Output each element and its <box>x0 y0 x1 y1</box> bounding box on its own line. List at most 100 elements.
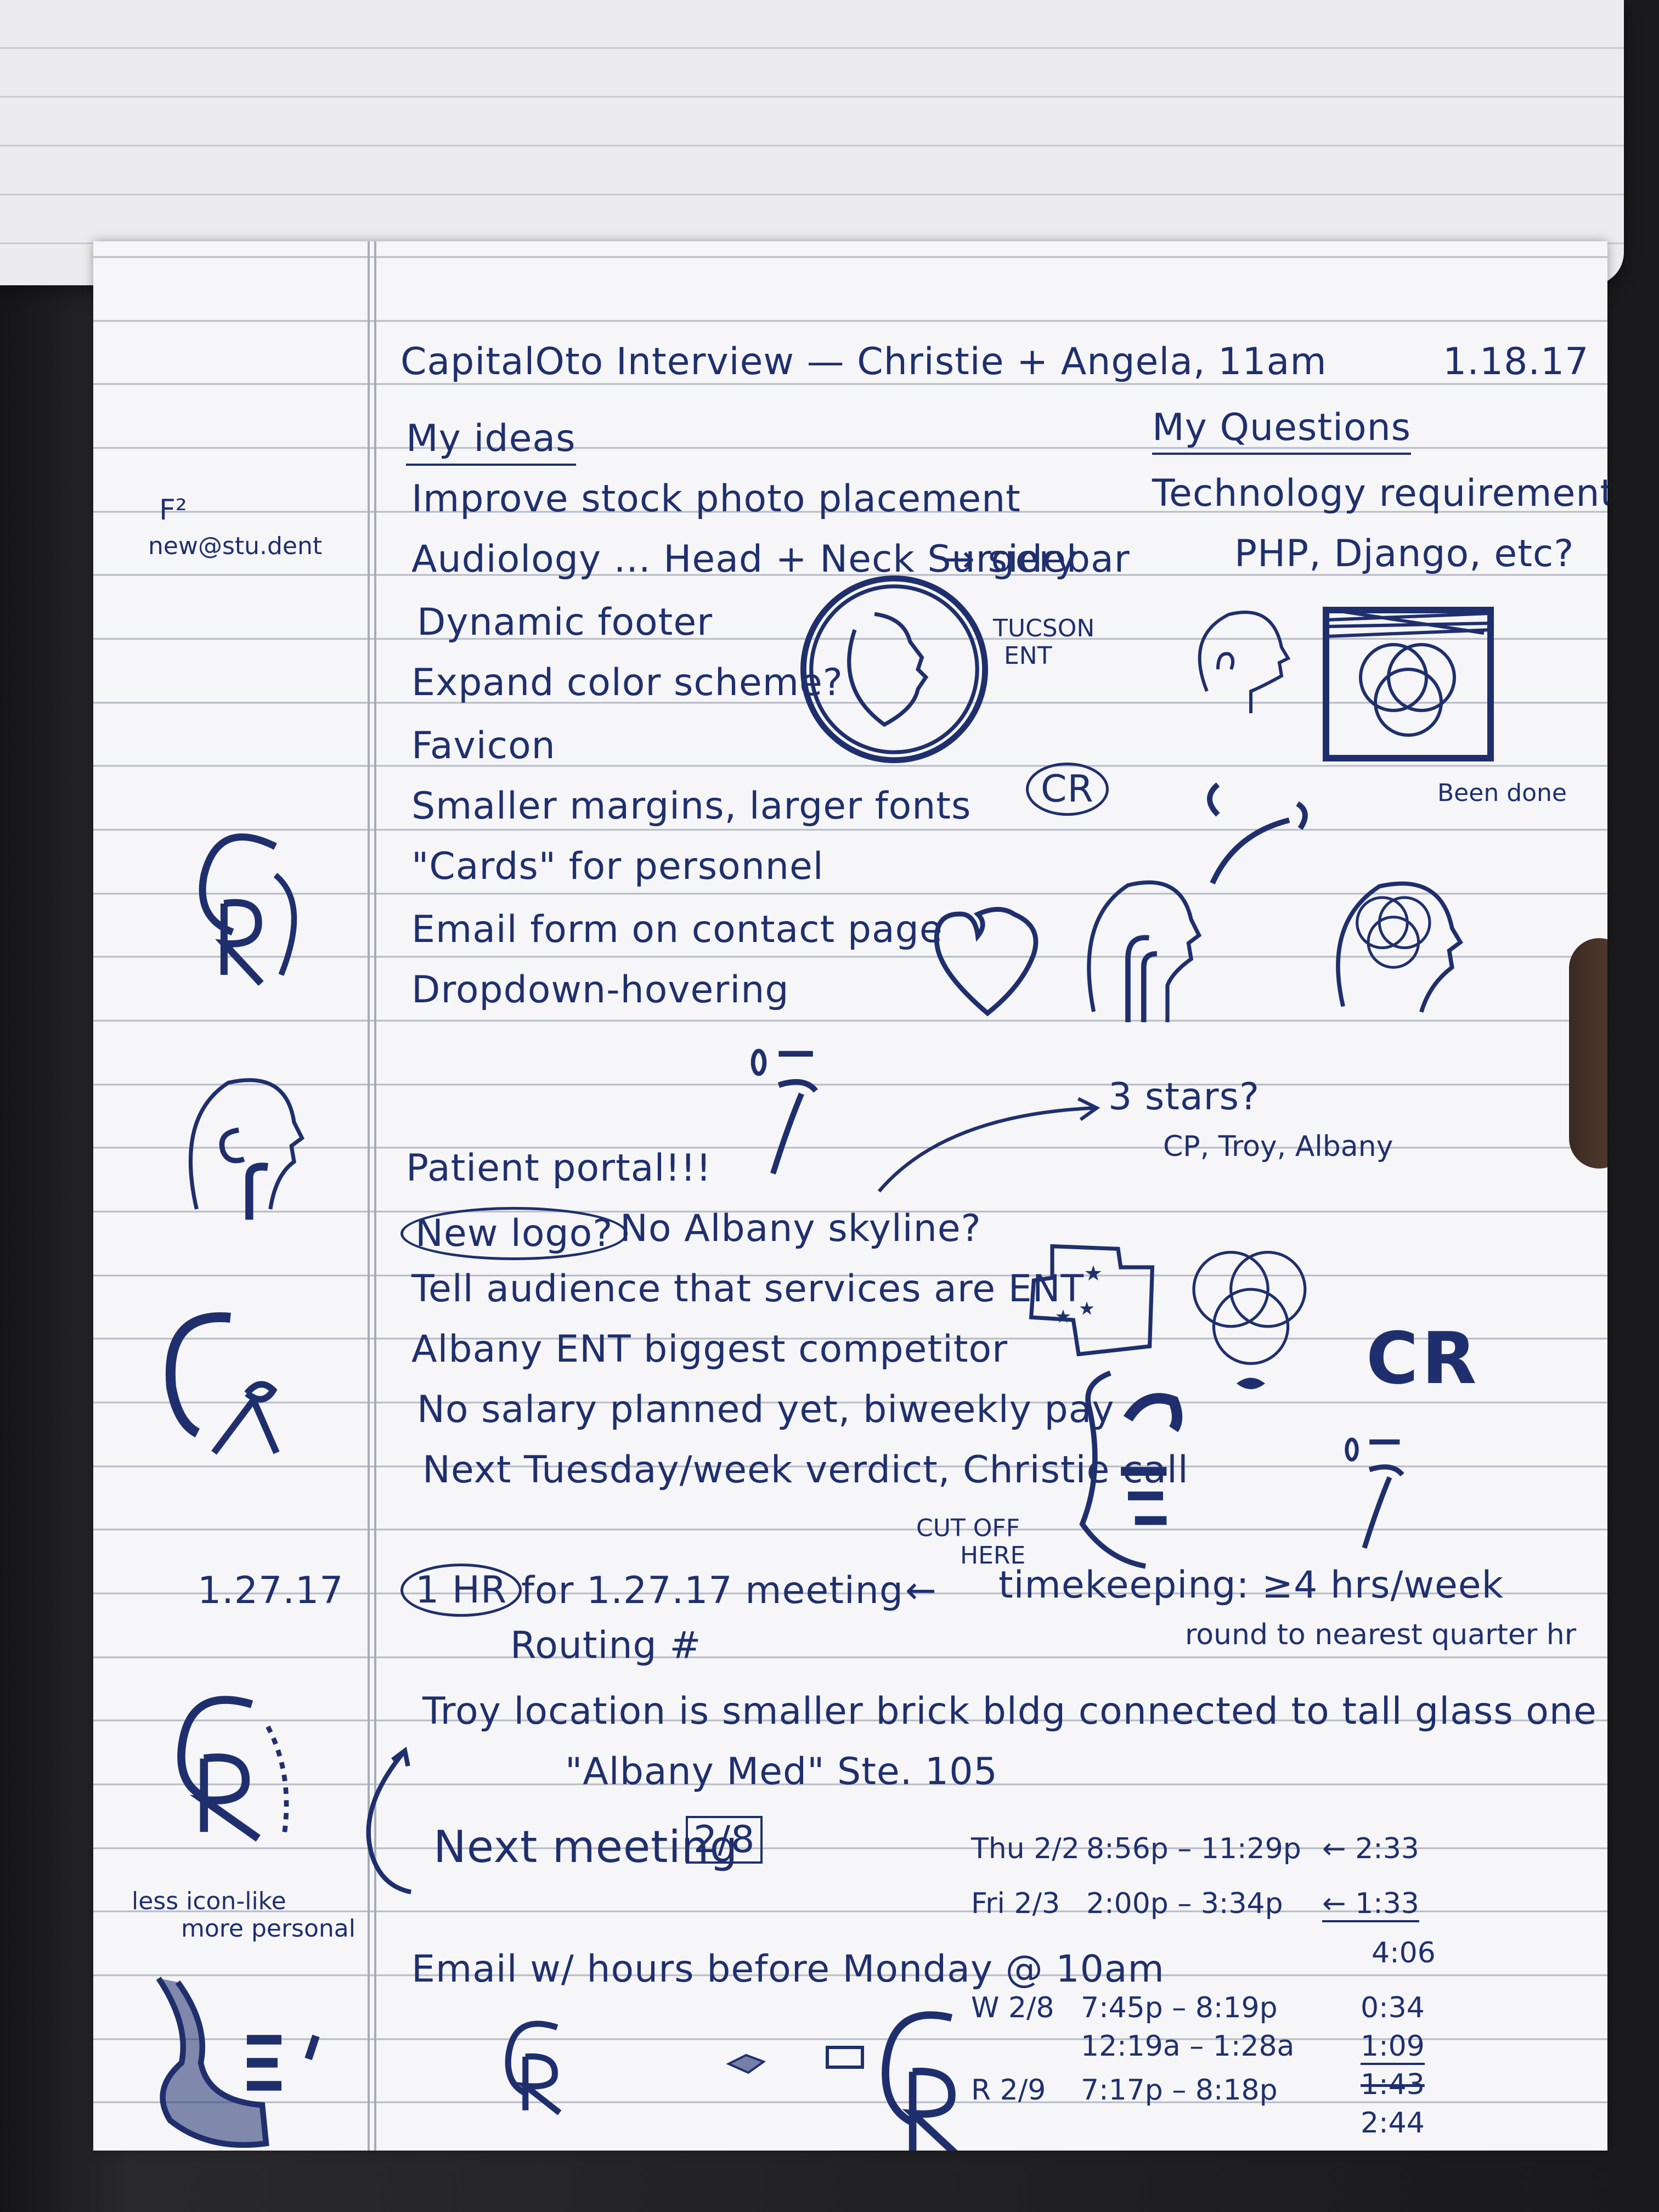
idea-item: "Cards" for personnel <box>411 845 824 888</box>
meeting-arrow: ← <box>905 1569 937 1612</box>
c-arch-icon <box>166 1312 280 1455</box>
cut-off-label: CUT OFF <box>916 1514 1020 1542</box>
stars-title: 3 stars? <box>1108 1075 1260 1119</box>
hours-total: ← 1:33 <box>1322 1887 1419 1922</box>
margin-line <box>374 241 376 2151</box>
here-label: HERE <box>960 1542 1026 1570</box>
bracket-arrow-icon <box>366 1746 412 1894</box>
face-profile-icon <box>1079 1370 1183 1569</box>
sidebar-arrow: → sidebar <box>944 538 1130 581</box>
small-figure-sketch-2 <box>1333 1432 1421 1558</box>
rounding-note: round to nearest quarter hr <box>1185 1618 1577 1651</box>
circle-face-icon <box>800 575 988 763</box>
cr-large-label: CR <box>1366 1317 1480 1400</box>
idea-item: Improve stock photo placement <box>411 477 1021 521</box>
cr-circle-label: CR <box>1026 763 1109 816</box>
cr-doodle <box>488 2008 587 2118</box>
stars-arrow <box>872 1092 1108 1196</box>
ent-label: ENT <box>1004 642 1052 670</box>
margin-date: 1.27.17 <box>198 1569 344 1612</box>
been-done-label: Been done <box>1437 779 1567 807</box>
note-audience: Tell audience that services are ENT <box>411 1267 1085 1311</box>
idea-item: Dynamic footer <box>417 601 713 644</box>
curve-sketch <box>1190 779 1333 889</box>
page-date: 1.18.17 <box>1443 340 1589 383</box>
question-item: Technology requirements? <box>1152 472 1607 515</box>
tucson-label: TUCSON <box>993 614 1095 642</box>
flipped-page <box>0 0 1624 285</box>
cr-doodle-2 <box>861 1997 982 2151</box>
logo-note-2: more personal <box>181 1915 356 1943</box>
figure-icon <box>1345 1437 1404 1549</box>
hours-time: 7:17p – 8:18p <box>1081 2074 1278 2107</box>
page-title: CapitalOto Interview — Christie + Angela… <box>400 340 1327 383</box>
margin-sup: F² <box>159 494 187 527</box>
hatched-square-sketch <box>1317 603 1503 768</box>
email-hours-note: Email w/ hours before Monday @ 10am <box>411 1948 1165 1991</box>
heart-sketch <box>927 900 1048 1020</box>
idea-item: Audiology ... Head + Neck Surgery <box>411 538 1077 581</box>
margin-email: new@stu.dent <box>148 532 323 560</box>
hours-total: ← 2:33 <box>1322 1832 1419 1865</box>
svg-text:★: ★ <box>1055 1306 1071 1327</box>
venn-head-icon <box>1336 881 1464 1013</box>
hours-time: 12:19a – 1:28a <box>1081 2030 1295 2063</box>
stars-list: CP, Troy, Albany <box>1163 1130 1393 1163</box>
ideas-heading: My ideas <box>406 417 576 466</box>
note-skyline: No Albany skyline? <box>620 1207 981 1250</box>
svg-text:★: ★ <box>1084 1261 1103 1286</box>
note-salary: No salary planned yet, biweekly pay <box>417 1388 1115 1431</box>
margin-face-sketch <box>132 1964 362 2151</box>
hour-circle: 1 HR <box>400 1564 522 1617</box>
figure-icon <box>751 1048 819 1175</box>
cr-monogram-icon <box>505 2021 562 2115</box>
meeting-text: for 1.27.17 meeting <box>521 1569 904 1612</box>
cr-monogram-icon <box>882 2011 958 2151</box>
bracket-arrow <box>357 1745 422 1898</box>
hours-time: 2:00p – 3:34p <box>1086 1887 1283 1920</box>
idea-item: Smaller margins, larger fonts <box>411 785 972 828</box>
margin-logo-sketch-3 <box>148 1295 313 1459</box>
scribble-doodle <box>724 2046 768 2079</box>
small-figure-sketch <box>741 1042 834 1185</box>
swoosh-icon <box>1207 782 1308 885</box>
hours-time: 8:56p – 11:29p <box>1086 1832 1301 1865</box>
tucson-logo-sketch <box>795 571 993 768</box>
hours-day: W 2/8 <box>971 1991 1054 2024</box>
logo-note-1: less icon-like <box>132 1887 286 1915</box>
margin-logo-sketch-2 <box>176 1064 307 1229</box>
venn-head-sketch <box>1328 867 1470 1020</box>
thumb <box>1569 938 1607 1169</box>
albany-med-note: "Albany Med" Ste. 105 <box>565 1750 998 1793</box>
head-cr-icon <box>188 1078 304 1220</box>
cr-logo-icon <box>199 833 297 986</box>
hours-subtotal: 4:06 <box>1372 1937 1436 1970</box>
timekeeping-note: timekeeping: ≥4 hrs/week <box>998 1564 1504 1607</box>
hours-day: Thu 2/2 <box>971 1832 1080 1865</box>
idea-item: Favicon <box>411 724 556 768</box>
note-competitor: Albany ENT biggest competitor <box>411 1328 1008 1371</box>
margin-line <box>368 241 370 2151</box>
hours-total: 1:09 <box>1361 2030 1425 2065</box>
troy-note: Troy location is smaller brick bldg conn… <box>422 1690 1607 1733</box>
hours-day: R 2/9 <box>971 2074 1046 2107</box>
rectangle-icon <box>826 2046 864 2069</box>
questions-heading: My Questions <box>1152 406 1412 455</box>
note-verdict: Next Tuesday/week verdict, Christie call <box>422 1448 1189 1492</box>
overlapping-circles-square-icon <box>1323 607 1494 761</box>
idea-item: Expand color scheme? <box>411 661 843 704</box>
notepad-page: CapitalOto Interview — Christie + Angela… <box>93 241 1607 2151</box>
rectangle-doodle <box>823 2041 867 2074</box>
head-profile-sketch <box>1185 592 1295 735</box>
face-cutoff-sketch <box>1075 1366 1251 1585</box>
venn-sketch <box>1180 1240 1322 1404</box>
airway-head-sketch <box>1075 867 1207 1031</box>
shaded-face-icon <box>156 1977 320 2148</box>
hours-total: 0:34 <box>1361 1991 1425 2024</box>
airway-head-icon <box>1087 880 1202 1023</box>
hours-final-total: 2:44 <box>1361 2107 1425 2140</box>
question-item: PHP, Django, etc? <box>1234 532 1575 575</box>
state-map-sketch: ★ ★ ★ <box>1026 1240 1158 1361</box>
idea-item: Dropdown-hovering <box>411 968 789 1012</box>
venn-diagram-icon <box>1192 1251 1307 1390</box>
